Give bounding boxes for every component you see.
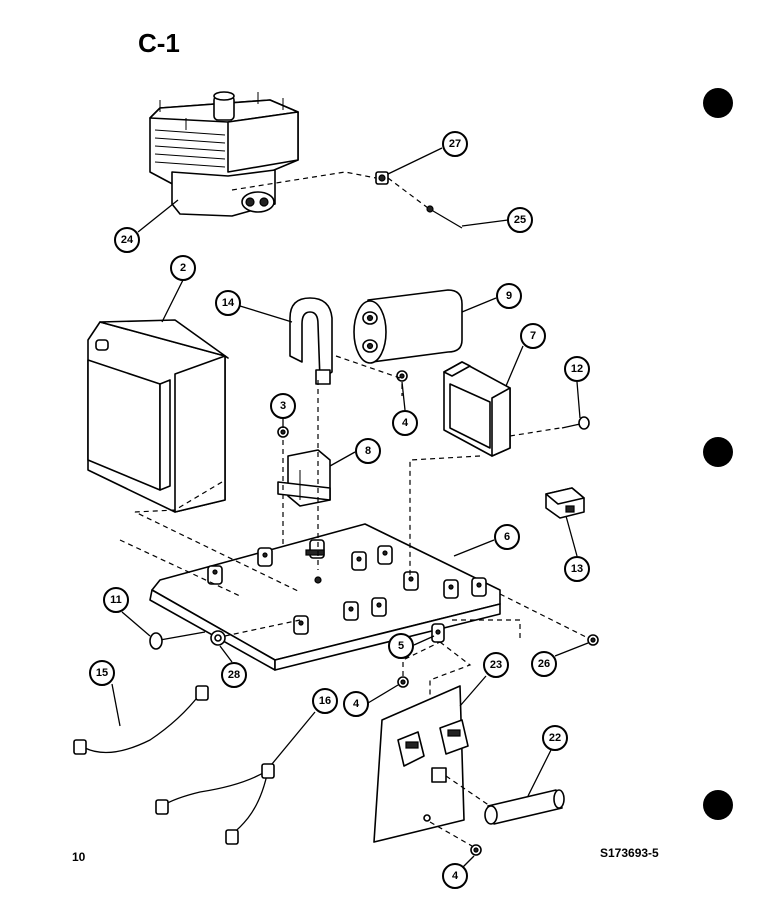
magnetron-part	[149, 91, 299, 217]
nut-part	[397, 676, 409, 688]
svg-text:24: 24	[121, 234, 134, 246]
svg-text:28: 28	[228, 669, 240, 681]
callout-4-lower: 4	[442, 863, 468, 889]
callout-28: 28	[221, 662, 247, 688]
svg-text:4: 4	[452, 870, 459, 882]
svg-text:22: 22	[549, 732, 561, 744]
callout-5: 5	[388, 633, 414, 659]
callout-12: 12	[564, 356, 590, 382]
svg-text:7: 7	[530, 330, 536, 342]
callout-23: 23	[483, 652, 509, 678]
svg-text:13: 13	[571, 563, 583, 575]
callout-6: 6	[494, 524, 520, 550]
wire-connector-part	[545, 487, 585, 519]
thermal-cutout-part	[375, 171, 389, 185]
svg-text:23: 23	[490, 659, 502, 671]
svg-text:3: 3	[280, 400, 286, 412]
svg-text:16: 16	[319, 695, 331, 707]
callout-7: 7	[520, 323, 546, 349]
registration-dot	[703, 88, 733, 118]
wire-harness-part	[73, 685, 209, 755]
svg-text:26: 26	[538, 658, 550, 670]
svg-text:9: 9	[506, 290, 512, 302]
washer-part	[210, 630, 226, 646]
registration-dot	[703, 790, 733, 820]
svg-text:15: 15	[96, 667, 108, 679]
svg-text:27: 27	[449, 138, 461, 150]
callout-15: 15	[89, 660, 115, 686]
wire-clip-part	[431, 623, 445, 643]
callout-9: 9	[496, 283, 522, 309]
callout-13: 13	[564, 556, 590, 582]
callout-27: 27	[442, 131, 468, 157]
svg-text:6: 6	[504, 531, 510, 543]
callout-26: 26	[531, 651, 557, 677]
svg-text:25: 25	[514, 214, 526, 226]
svg-text:5: 5	[398, 640, 404, 652]
svg-text:11: 11	[110, 594, 122, 606]
svg-text:14: 14	[222, 297, 235, 309]
callout-16: 16	[312, 688, 338, 714]
nut-part	[470, 844, 482, 856]
leader-lines	[111, 147, 589, 869]
bolt-part	[149, 631, 206, 650]
svg-text:4: 4	[402, 417, 409, 429]
callout-8: 8	[355, 438, 381, 464]
nut-part	[396, 370, 408, 382]
fuse-part	[484, 789, 565, 825]
terminal-block-part	[277, 449, 331, 507]
sensor-probe-part	[426, 205, 463, 229]
drawing-number: S173693-5	[600, 846, 659, 860]
filament-transformer-part	[443, 361, 511, 457]
mounting-screw-part	[561, 416, 590, 430]
registration-dot	[703, 437, 733, 467]
high-voltage-capacitor-part	[353, 289, 463, 364]
page-title: C-1	[138, 28, 180, 58]
callout-2: 2	[170, 255, 196, 281]
callout-4-upper: 4	[392, 410, 418, 436]
capacitor-bracket-part	[289, 297, 333, 385]
callout-25: 25	[507, 207, 533, 233]
page-number: 10	[72, 850, 86, 864]
callout-14: 14	[215, 290, 241, 316]
high-voltage-transformer-part	[87, 319, 229, 513]
callout-3: 3	[270, 393, 296, 419]
svg-text:2: 2	[180, 262, 186, 274]
svg-text:12: 12	[571, 363, 583, 375]
callout-24: 24	[114, 227, 140, 253]
fuse-holder-board-part	[373, 685, 469, 843]
nut-part	[277, 426, 289, 438]
screw-part	[587, 634, 599, 646]
base-plate-part	[149, 523, 501, 671]
svg-text:4: 4	[353, 698, 360, 710]
svg-text:8: 8	[365, 445, 371, 457]
callout-11: 11	[103, 587, 129, 613]
callout-22: 22	[542, 725, 568, 751]
callout-4-middle: 4	[343, 691, 369, 717]
wire-harness-part	[155, 763, 275, 845]
